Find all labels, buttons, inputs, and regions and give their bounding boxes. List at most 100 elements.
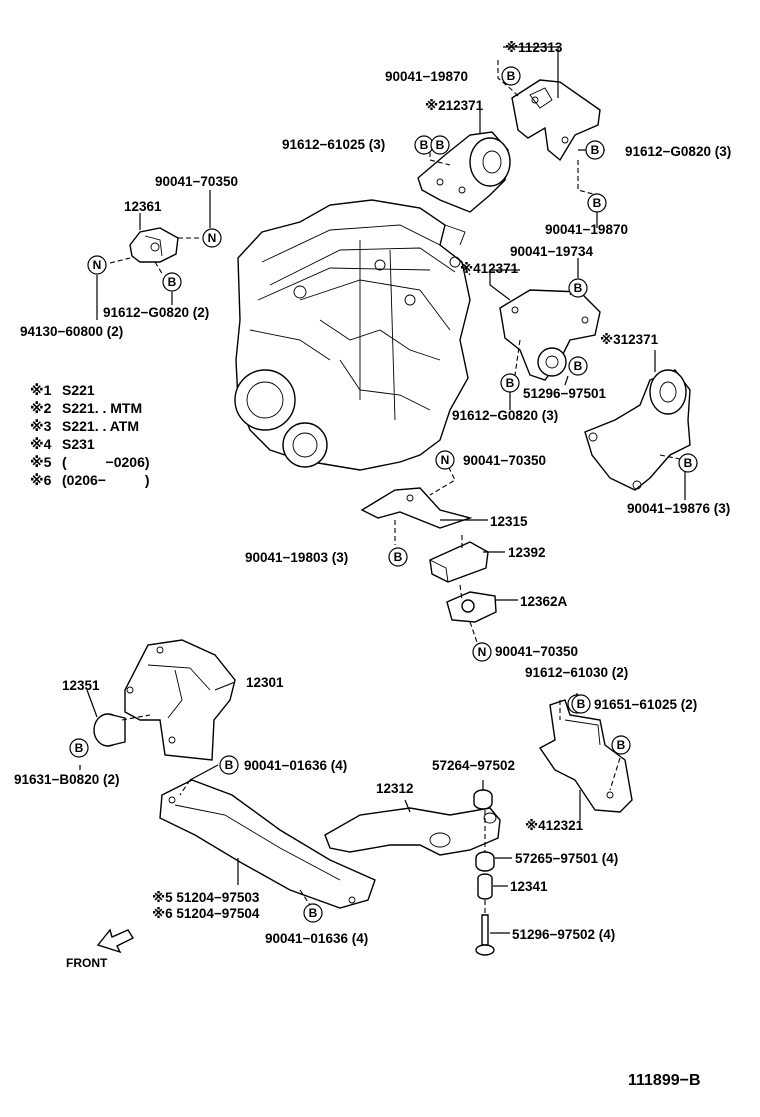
label-91612-G0820-a: 91612−G0820 (3): [625, 144, 731, 159]
marker-n: N: [87, 255, 107, 275]
mount-12361: [129, 227, 179, 263]
marker-b: B: [162, 272, 182, 292]
label-90041-19876: 90041−19876 (3): [627, 501, 730, 516]
svg-text:N: N: [208, 231, 217, 245]
svg-text:B: B: [591, 143, 600, 157]
legend-mark-4: ※4: [30, 436, 52, 452]
svg-text:B: B: [574, 281, 583, 295]
cushion-57265: [475, 851, 495, 872]
legend-text-6: (0206− ): [62, 472, 150, 488]
label-90041-70350-a: 90041−70350: [155, 174, 238, 189]
label-91612-61030: 91612−61030 (2): [525, 665, 628, 680]
label-412371: ※412371: [460, 261, 519, 276]
label-91612-G0820-2: 91612−G0820 (2): [103, 305, 209, 320]
label-51204-97504: ※6 51204−97504: [152, 906, 260, 921]
marker-b: B: [303, 903, 323, 923]
marker-b: B: [587, 193, 607, 213]
label-12301: 12301: [246, 675, 284, 690]
marker-b: B: [219, 755, 239, 775]
marker-b: B: [388, 547, 408, 567]
svg-text:B: B: [394, 550, 403, 564]
diagram-id: 111899−B: [628, 1072, 701, 1089]
bolt-markers: B B B B B B B B B B N N N B N B B B B B …: [69, 66, 698, 923]
label-57265: 57265−97501 (4): [515, 851, 618, 866]
label-212371: ※212371: [425, 98, 484, 113]
svg-text:B: B: [225, 758, 234, 772]
legend-mark-5: ※5: [30, 454, 52, 470]
variant-legend: ※1 S221 ※2 S221. . MTM ※3 S221. . ATM ※4…: [30, 382, 150, 488]
marker-b: B: [430, 135, 450, 155]
label-412321: ※412321: [525, 818, 584, 833]
marker-b: B: [501, 66, 521, 86]
label-12392: 12392: [508, 545, 546, 560]
mount-12351: [93, 713, 126, 747]
label-91631-B0820: 91631−B0820 (2): [14, 772, 119, 787]
label-94130-60800: 94130−60800 (2): [20, 324, 123, 339]
marker-n: N: [435, 450, 455, 470]
marker-b: B: [568, 356, 588, 376]
collar-12341: [477, 873, 493, 900]
label-91651-61025: 91651−61025 (2): [594, 697, 697, 712]
marker-b: B: [678, 453, 698, 473]
legend-mark-3: ※3: [30, 418, 52, 434]
label-12315: 12315: [490, 514, 528, 529]
marker-b: B: [611, 735, 631, 755]
mount-312371: [584, 369, 691, 491]
label-51296-97501: 51296−97501: [523, 386, 606, 401]
marker-n: N: [472, 642, 492, 662]
marker-n: N: [202, 228, 222, 248]
label-57264: 57264−97502: [432, 758, 515, 773]
member-12312: [324, 807, 501, 856]
svg-text:B: B: [436, 138, 445, 152]
svg-text:N: N: [478, 645, 487, 659]
legend-text-3: S221. . ATM: [62, 418, 139, 434]
svg-text:B: B: [577, 697, 586, 711]
label-90041-01636-a: 90041−01636 (4): [244, 758, 347, 773]
legend-mark-1: ※1: [30, 382, 52, 398]
stopper-57264: [473, 789, 493, 810]
label-12362A: 12362A: [520, 594, 568, 609]
marker-b: B: [568, 278, 588, 298]
front-arrow-icon: [96, 928, 135, 954]
marker-b: B: [585, 140, 605, 160]
svg-text:B: B: [309, 906, 318, 920]
svg-text:B: B: [574, 359, 583, 373]
crossmember-51204: [159, 779, 376, 909]
marker-b: B: [500, 373, 520, 393]
legend-text-2: S221. . MTM: [62, 400, 142, 416]
svg-text:B: B: [593, 196, 602, 210]
front-label: FRONT: [66, 956, 108, 970]
label-312371: ※312371: [600, 332, 659, 347]
label-12312: 12312: [376, 781, 414, 796]
label-90041-19870-b: 90041−19870: [545, 222, 628, 237]
marker-b: B: [414, 135, 434, 155]
svg-text:B: B: [507, 69, 516, 83]
legend-text-1: S221: [62, 382, 95, 398]
bracket-12362A: [446, 591, 497, 623]
mount-212371: [417, 131, 511, 213]
engine-drawing: [234, 199, 471, 471]
label-91612-G0820-b: 91612−G0820 (3): [452, 408, 558, 423]
bolt-51296: [475, 914, 495, 956]
mount-12301: [124, 639, 236, 761]
label-90041-01636-b: 90041−01636 (4): [265, 931, 368, 946]
label-90041-19734: 90041−19734: [510, 244, 593, 259]
svg-text:B: B: [684, 456, 693, 470]
label-12341: 12341: [510, 879, 548, 894]
label-91612-61025: 91612−61025 (3): [282, 137, 385, 152]
mount-412371: [499, 289, 601, 381]
label-51296-97502: 51296−97502 (4): [512, 927, 615, 942]
svg-text:B: B: [506, 376, 515, 390]
marker-b: B: [69, 738, 89, 758]
label-51204-97503: ※5 51204−97503: [152, 890, 260, 905]
svg-text:N: N: [441, 453, 450, 467]
marker-b: B: [571, 694, 591, 714]
bracket-112313: [511, 79, 601, 162]
label-12351: 12351: [62, 678, 100, 693]
legend-text-4: S231: [62, 436, 95, 452]
legend-mark-2: ※2: [30, 400, 52, 416]
mount-412321: [538, 699, 633, 813]
label-90041-19870-top: 90041−19870: [385, 69, 468, 84]
